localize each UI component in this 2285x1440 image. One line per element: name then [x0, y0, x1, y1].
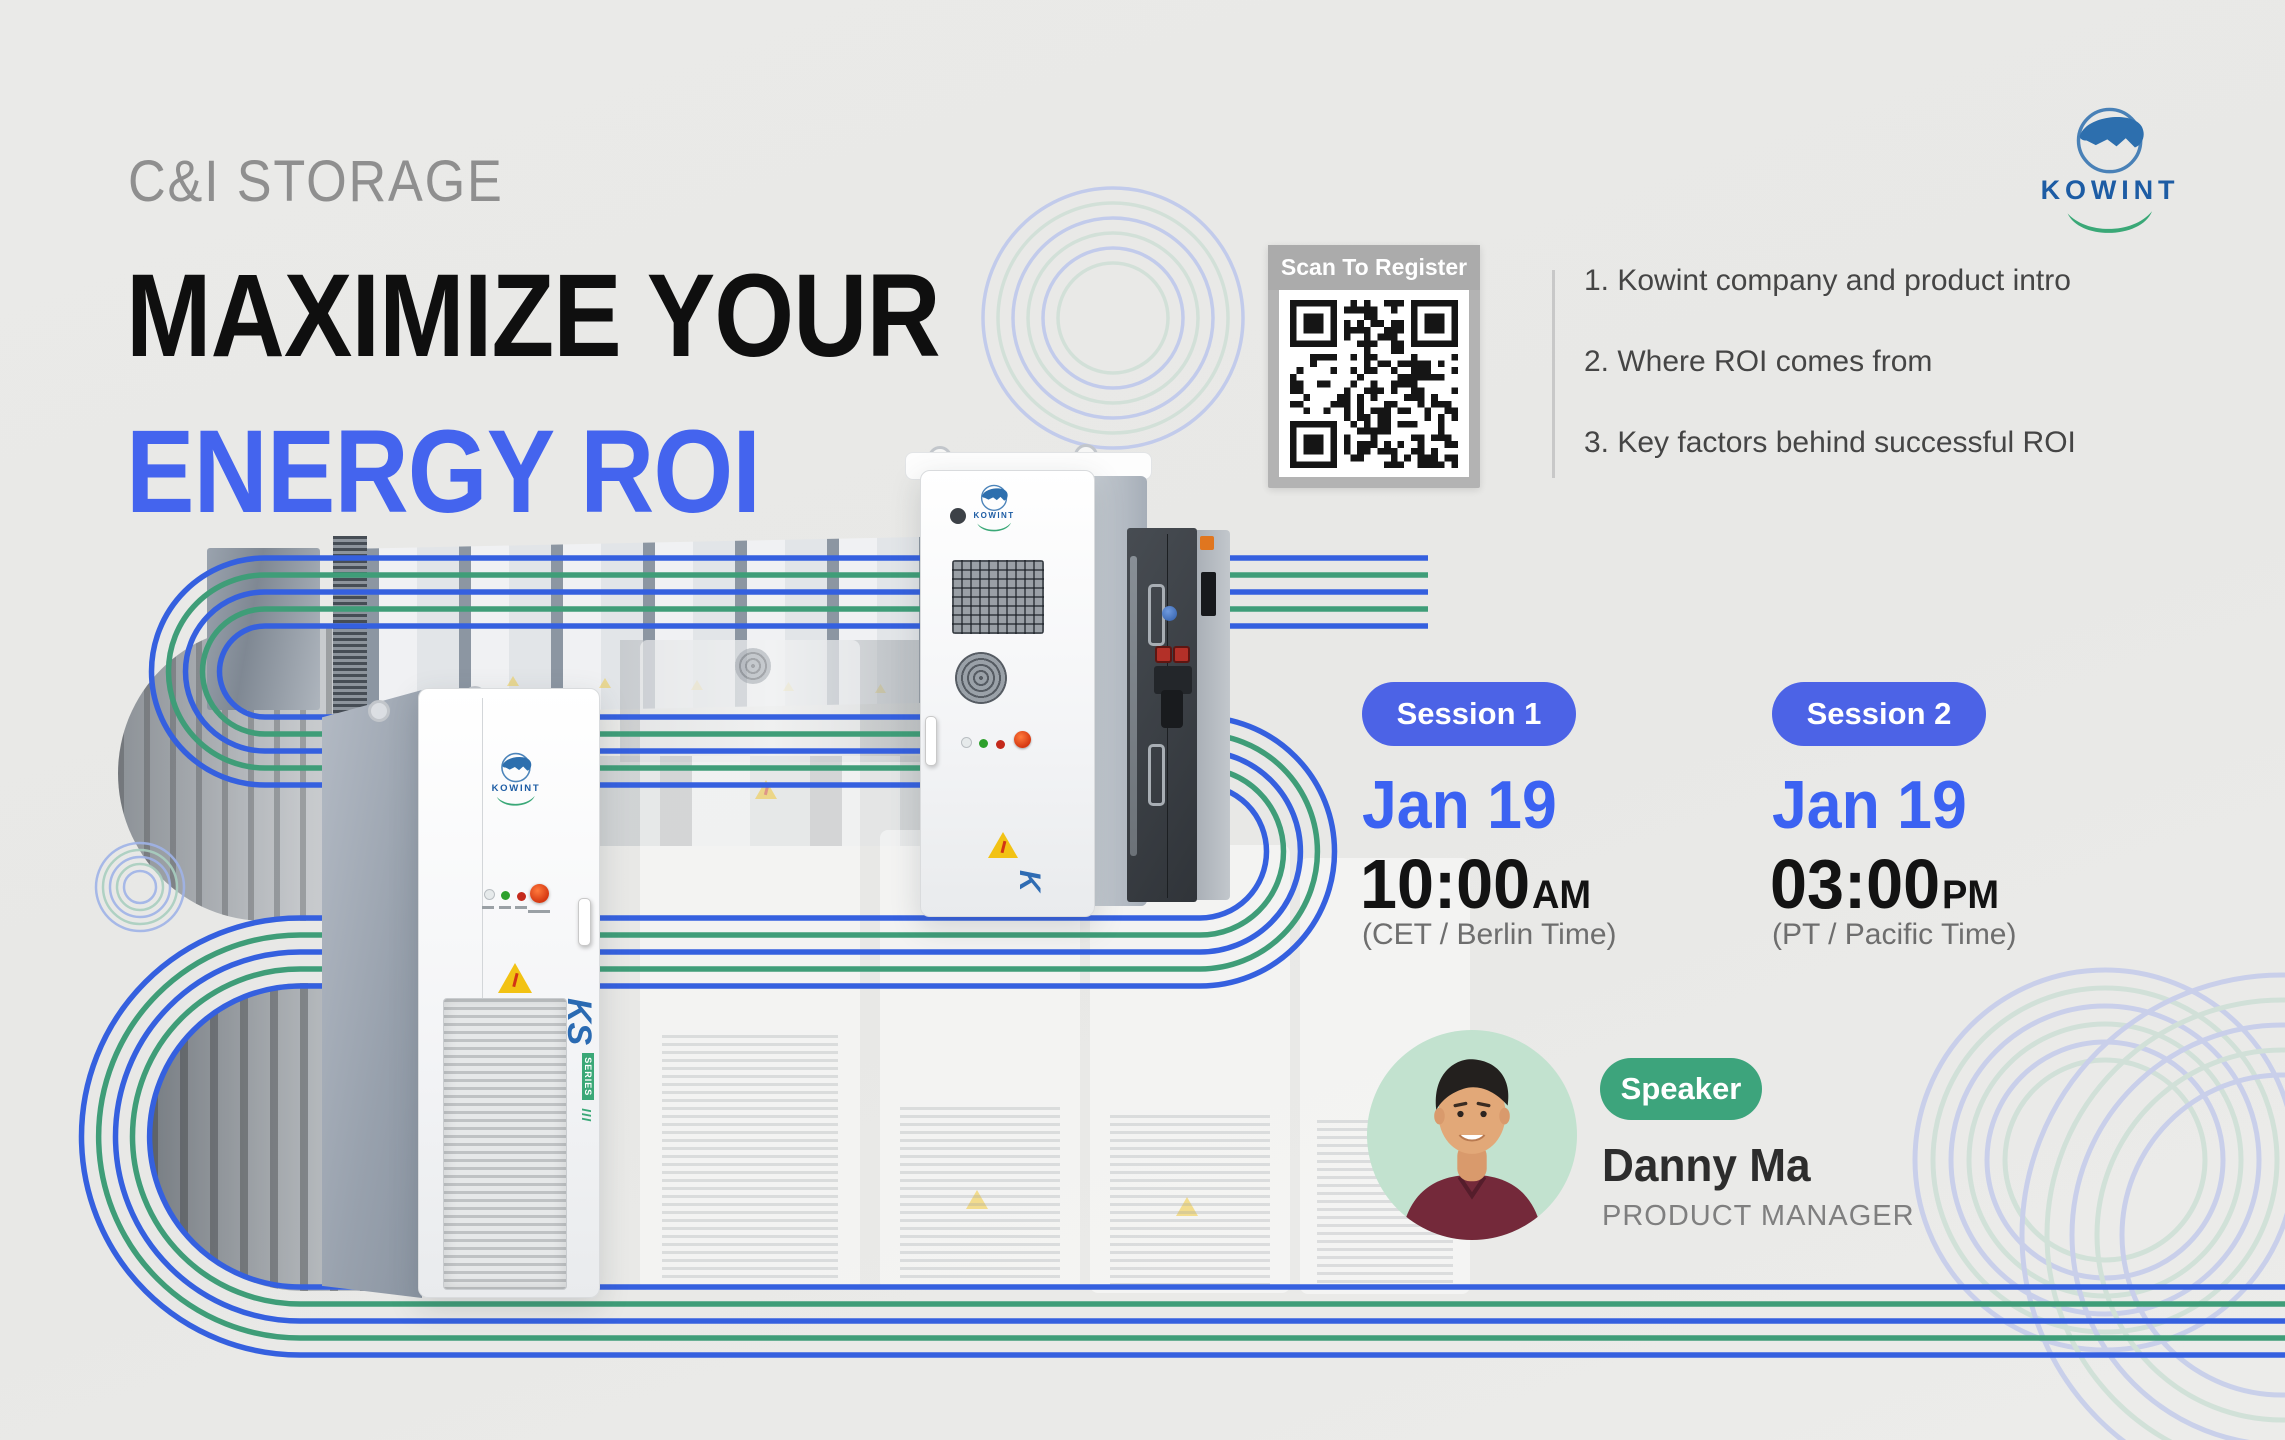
vent-grid — [952, 560, 1044, 634]
cabinet-large: KOWINT KS SERIES III — [322, 680, 602, 1300]
status-light-white — [961, 737, 972, 748]
fan-vent-icon — [955, 652, 1007, 704]
row-warning-icon — [599, 678, 611, 688]
series-side-mark: K — [1013, 870, 1046, 892]
session-2-badge: Session 2 — [1772, 682, 1986, 746]
session-1-date: Jan 19 — [1362, 767, 1557, 843]
session-2-meridiem: PM — [1941, 873, 1999, 917]
session-1-badge: Session 1 — [1362, 682, 1576, 746]
circles-left-small — [94, 841, 186, 933]
logo-wordmark: KOWINT — [2040, 175, 2180, 206]
agenda-divider — [1552, 270, 1555, 478]
speaker-name: Danny Ma — [1602, 1139, 1811, 1191]
agenda-item-3: 3. Key factors behind successful ROI — [1584, 426, 2076, 459]
emergency-stop-button — [1014, 731, 1031, 748]
session-2-time-value: 03:00 — [1770, 845, 1941, 923]
session-1-timezone: (CET / Berlin Time) — [1362, 918, 1617, 951]
speaker-title: PRODUCT MANAGER — [1602, 1200, 1915, 1232]
session-2-date: Jan 19 — [1772, 767, 1967, 843]
circles-bottom-right — [1912, 967, 2285, 1440]
light-label — [499, 906, 511, 909]
vent-grille — [443, 998, 567, 1290]
headline-line2: ENERGY ROI — [126, 406, 761, 538]
door-seam — [482, 698, 483, 1286]
ghost-fan-icon — [735, 648, 771, 684]
session-2-timezone: (PT / Pacific Time) — [1772, 918, 2017, 951]
status-light-green — [979, 739, 988, 748]
kowint-logo: KOWINT — [480, 752, 552, 809]
series-sub: SERIES — [582, 1053, 594, 1101]
qr-register-card[interactable]: Scan To Register — [1268, 245, 1480, 488]
series-name: KS — [560, 998, 598, 1046]
button-label — [528, 910, 550, 913]
session-1-time-value: 10:00 — [1360, 845, 1531, 923]
logo-wordmark: KOWINT — [973, 511, 1015, 521]
speaker-badge: Speaker — [1600, 1058, 1762, 1120]
emergency-stop-button — [530, 884, 549, 903]
agenda-item-2: 2. Where ROI comes from — [1584, 345, 1933, 378]
inverter-rail — [1130, 556, 1137, 856]
logo-wordmark: KOWINT — [491, 782, 541, 794]
inverter-brand-mark — [1200, 536, 1214, 550]
qr-label: Scan To Register — [1268, 245, 1480, 290]
inverter-screen — [1201, 572, 1216, 616]
status-light-green — [501, 891, 510, 900]
kowint-logo-header: KOWINT — [2030, 106, 2190, 239]
series-mark: III — [579, 1108, 594, 1123]
ribbon-lines — [78, 555, 2285, 1358]
headline-line1: MAXIMIZE YOUR — [126, 250, 941, 382]
door-handle — [578, 898, 591, 946]
dc-connector-red — [1173, 646, 1190, 663]
circles-top-middle — [981, 186, 1245, 450]
light-label — [482, 906, 494, 909]
status-light-red — [996, 740, 1005, 749]
row-warning-icon — [507, 676, 519, 686]
dc-connector-red — [1155, 646, 1172, 663]
cable-gland — [1161, 690, 1183, 728]
speaker-avatar — [1367, 1030, 1577, 1240]
inverter-unit — [1127, 528, 1230, 905]
status-light-white — [484, 889, 495, 900]
kowint-logo: KOWINT — [962, 484, 1026, 534]
cable-gland-block — [1154, 666, 1192, 694]
session-1-meridiem: AM — [1531, 873, 1592, 917]
cabinet-medium: KOWINT K — [900, 440, 1160, 920]
inverter-knob — [1162, 606, 1177, 621]
cabinet-side — [322, 690, 422, 1298]
lifting-eye-icon — [368, 700, 390, 722]
door-handle — [925, 716, 937, 766]
vent-dot — [950, 508, 966, 524]
status-light-red — [517, 892, 526, 901]
inverter-handle — [1148, 744, 1165, 806]
series-badge: KS SERIES III — [560, 998, 598, 1123]
light-label — [515, 906, 527, 909]
agenda-item-1: 1. Kowint company and product intro — [1584, 264, 2071, 297]
qr-code — [1279, 290, 1469, 477]
headline-kicker: C&I STORAGE — [128, 149, 504, 214]
